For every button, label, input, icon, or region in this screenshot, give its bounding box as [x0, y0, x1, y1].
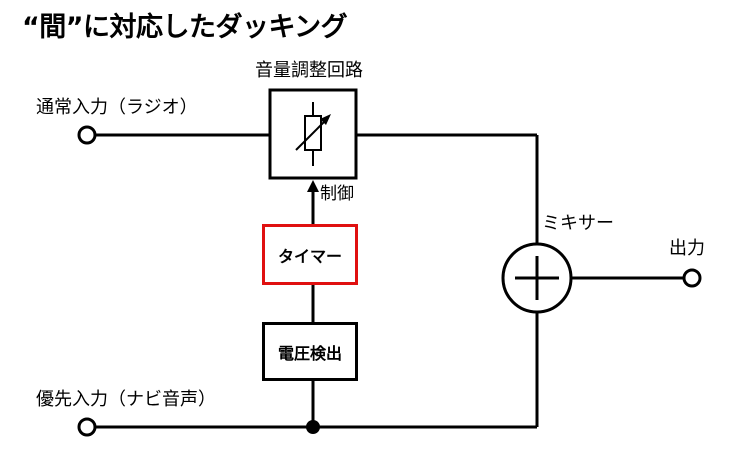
volume-control-label: 音量調整回路: [255, 60, 363, 81]
timer-label: タイマー: [277, 246, 342, 266]
normal-input-label: 通常入力（ラジオ）: [36, 97, 198, 118]
priority-input-label: 優先入力（ナビ音声）: [36, 389, 216, 410]
control-signal-label: 制御: [320, 184, 354, 204]
terminal-priority-input: [77, 417, 97, 437]
terminal-output: [682, 268, 702, 288]
timer-box: タイマー: [262, 224, 358, 285]
page-title: “間”に対応したダッキング: [22, 12, 348, 43]
voltage-detect-label: 電圧検出: [277, 343, 342, 363]
control-arrowhead: [307, 180, 319, 192]
mixer-label: ミキサー: [542, 213, 614, 234]
variable-arrow-shaft: [295, 117, 329, 151]
voltage-detect-box: 電圧検出: [262, 322, 358, 381]
output-label: 出力: [669, 238, 705, 259]
terminal-normal-input: [77, 125, 97, 145]
junction-dot: [306, 420, 320, 434]
variable-arrow-head: [320, 114, 331, 125]
